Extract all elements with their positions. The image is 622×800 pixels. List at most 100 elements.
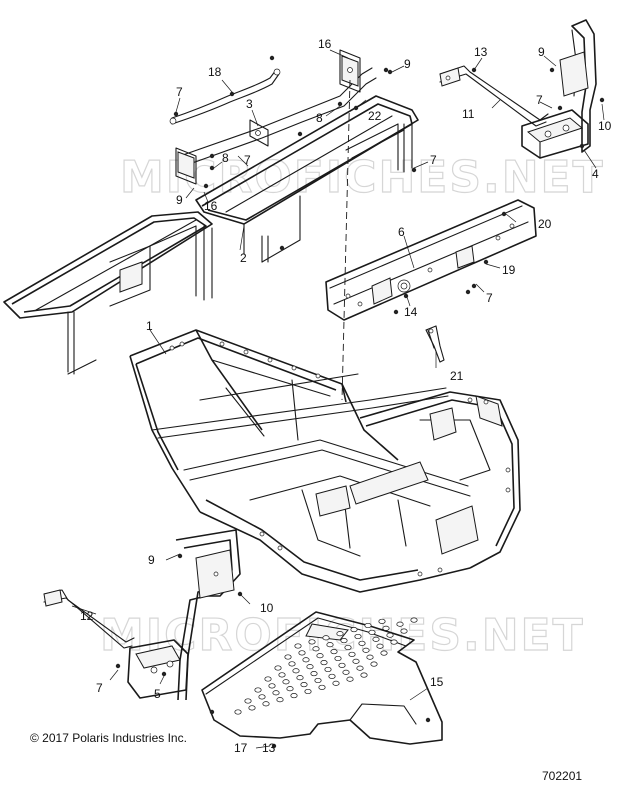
fastener <box>465 289 471 295</box>
part-11-bar <box>439 65 549 127</box>
skid-hole <box>334 655 342 662</box>
fastener <box>383 67 389 73</box>
alignment-line <box>341 79 351 401</box>
diagram-number: 702201 <box>542 769 582 783</box>
callout-1: 1 <box>146 319 153 333</box>
callout-2: 2 <box>240 251 247 265</box>
callout-11: 11 <box>462 107 475 121</box>
callout-19: 19 <box>502 263 516 277</box>
skid-hole <box>258 694 266 700</box>
skid-hole <box>262 701 270 707</box>
part-4-bracket <box>521 19 597 159</box>
fastener <box>483 259 489 265</box>
skid-hole <box>340 638 348 644</box>
callouts: 1 2 3 4 5 6 7 7 7 7 7 7 8 8 9 9 9 9 10 1… <box>80 37 612 755</box>
callout-21: 21 <box>450 369 464 383</box>
skid-hole <box>314 677 322 684</box>
skid-hole <box>370 661 378 667</box>
callout-5: 5 <box>154 687 161 701</box>
callout-10-a: 10 <box>598 119 612 133</box>
part-12-bar <box>43 589 135 649</box>
skid-hole <box>366 654 374 660</box>
skid-hole <box>344 644 352 651</box>
callout-7-d: 7 <box>536 93 543 107</box>
fastener <box>115 663 121 669</box>
callout-8-b: 8 <box>316 111 323 125</box>
fastener <box>269 55 275 61</box>
fastener <box>229 91 235 97</box>
skid-hole <box>248 705 256 711</box>
skid-hole <box>342 669 350 675</box>
skid-hole <box>264 676 272 682</box>
skid-hole <box>302 657 310 663</box>
skid-hole <box>328 673 336 679</box>
skid-hole <box>326 642 334 648</box>
part-2-bed-frame-lower <box>3 211 213 375</box>
skid-hole <box>324 666 332 673</box>
skid-hole <box>284 654 292 660</box>
skid-hole <box>304 688 312 695</box>
fastener <box>337 101 343 107</box>
fastener <box>393 309 399 315</box>
callout-9-d: 9 <box>148 553 155 567</box>
callout-3: 3 <box>246 97 253 111</box>
leader-lines <box>71 49 605 749</box>
fastener <box>599 97 605 103</box>
callout-7-e: 7 <box>486 291 493 305</box>
skid-hole <box>278 672 286 678</box>
skid-hole <box>350 627 358 633</box>
skid-hole <box>306 664 314 670</box>
skid-hole <box>346 676 354 682</box>
callout-6: 6 <box>398 225 405 239</box>
skid-hole <box>380 650 388 656</box>
skid-hole <box>318 684 326 690</box>
skid-hole <box>268 683 276 689</box>
callout-7-b: 7 <box>244 153 251 167</box>
callout-8-a: 8 <box>222 151 229 165</box>
callout-22: 22 <box>368 109 382 123</box>
skid-hole <box>288 661 296 667</box>
skid-hole <box>312 646 320 652</box>
callout-14: 14 <box>404 305 418 319</box>
skid-hole <box>336 631 344 637</box>
callout-9-b: 9 <box>538 45 545 59</box>
skid-hole <box>294 643 302 649</box>
skid-hole <box>372 636 380 642</box>
part-3-bed-rail <box>175 49 377 185</box>
skid-hole <box>410 617 418 623</box>
skid-hole <box>360 672 368 678</box>
skid-hole <box>234 709 242 715</box>
fastener <box>471 283 477 289</box>
fastener <box>387 69 393 75</box>
callout-10-b: 10 <box>260 601 274 615</box>
skid-hole <box>330 649 338 655</box>
fastener <box>209 153 215 159</box>
skid-hole <box>300 682 308 688</box>
skid-hole <box>332 680 340 686</box>
fastener <box>173 111 179 117</box>
skid-hole <box>362 647 370 653</box>
callout-20: 20 <box>538 217 552 231</box>
skid-hole <box>400 628 408 634</box>
fastener <box>271 743 277 749</box>
skid-hole <box>382 625 390 631</box>
skid-hole <box>276 697 284 703</box>
fastener <box>203 183 209 189</box>
skid-hole <box>352 658 360 664</box>
skid-hole <box>376 643 384 649</box>
callout-9-c: 9 <box>176 193 183 207</box>
skid-hole <box>290 693 298 699</box>
fastener <box>549 67 555 73</box>
skid-hole <box>396 621 404 627</box>
skid-hole <box>282 679 290 685</box>
skid-hole <box>286 686 294 692</box>
callout-16-a: 16 <box>318 37 332 51</box>
skid-hole <box>378 618 386 624</box>
part-15-skid-plate <box>201 611 443 745</box>
skid-hole <box>322 635 330 641</box>
skid-hole <box>390 639 398 645</box>
fastener <box>579 143 585 149</box>
callout-15: 15 <box>430 675 444 689</box>
callout-13-a: 13 <box>474 45 488 59</box>
